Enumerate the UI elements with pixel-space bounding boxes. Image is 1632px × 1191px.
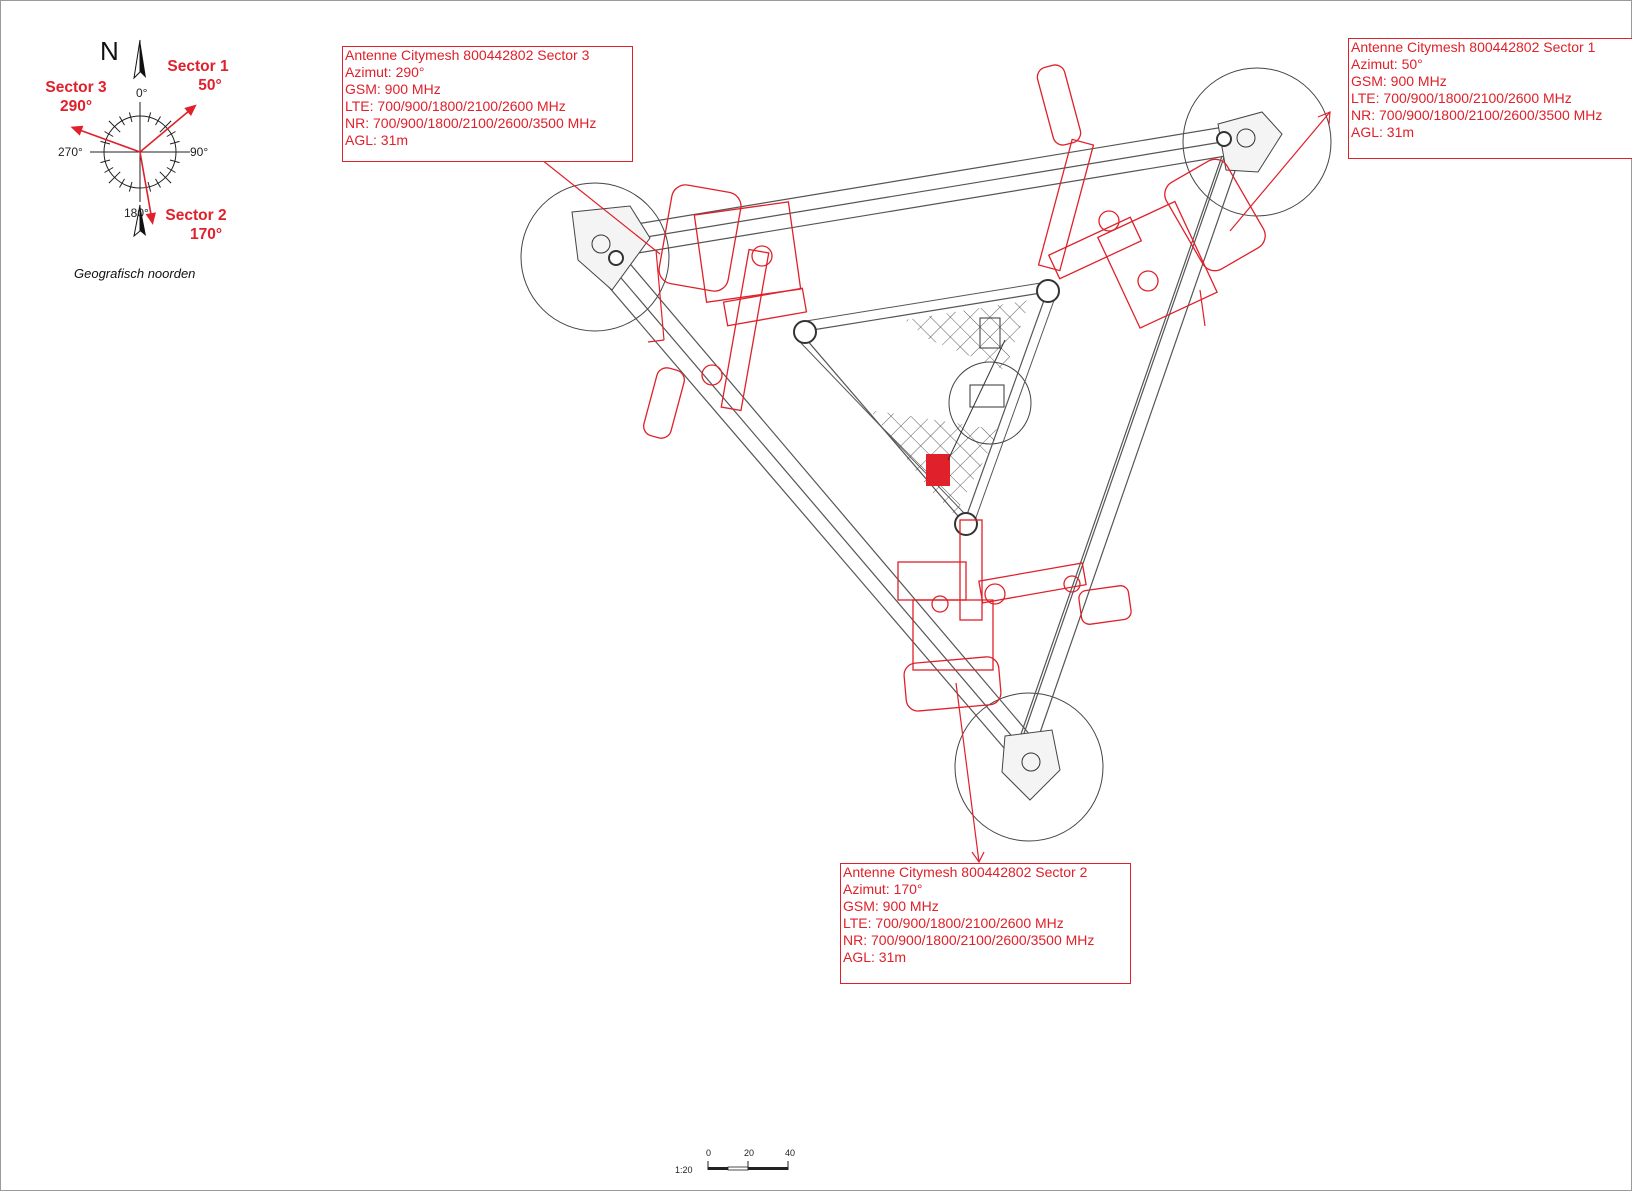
- scale-tick-20: 20: [744, 1148, 755, 1158]
- compass-tick: [147, 112, 152, 123]
- equipment-red-block: [926, 454, 950, 486]
- compass-north-letter: N: [100, 36, 119, 66]
- scale-ratio: 1:20: [675, 1165, 693, 1175]
- scale-tick-0: 0: [706, 1148, 712, 1158]
- sector2-lte: LTE: 700/900/1800/2100/2600 MHz: [843, 915, 1064, 931]
- compass-tick: [108, 120, 121, 133]
- compass-sector1-azimuth: 50°: [198, 77, 222, 94]
- sector1-label-box: Antenne Citymesh 800442802 Sector 1 Azim…: [1348, 38, 1632, 159]
- compass-tick: [166, 131, 176, 137]
- compass-rose: [70, 39, 197, 238]
- compass-tick: [128, 181, 133, 192]
- compass-tick: [166, 167, 176, 173]
- compass-tick: [155, 178, 161, 188]
- compass-tick: [119, 116, 125, 126]
- compass-tick: [159, 171, 172, 184]
- sector-ray-head-2: [145, 212, 156, 225]
- sector3-nr: NR: 700/900/1800/2100/2600/3500 MHz: [345, 115, 597, 131]
- compass-tick: [104, 131, 114, 137]
- compass-tick: [100, 140, 111, 145]
- compass-caption: Geografisch noorden: [74, 266, 196, 281]
- sector1-lte: LTE: 700/900/1800/2100/2600 MHz: [1351, 90, 1572, 106]
- compass-tick: [147, 181, 152, 192]
- azimuth-arrows: [521, 111, 1331, 864]
- compass-sector1-name: Sector 1: [167, 58, 229, 75]
- corner-base-circle-west: [520, 182, 670, 332]
- sector3-azimut: Azimut: 290°: [345, 64, 425, 80]
- north-arrow-icon: [140, 40, 146, 78]
- sector-ray-head-3: [70, 125, 84, 136]
- compass-tick: [100, 159, 111, 164]
- compass-deg-90: 90°: [190, 145, 209, 159]
- compass-tick: [119, 178, 125, 188]
- compass-tick: [108, 171, 121, 184]
- joint-rings: [608, 131, 1232, 536]
- sector3-label-box: Antenne Citymesh 800442802 Sector 3 Azim…: [342, 46, 633, 162]
- compass-tick: [104, 167, 114, 173]
- compass-tick: [169, 140, 180, 145]
- sector3-agl: AGL: 31m: [345, 132, 409, 148]
- corner-base-circle-east: [1182, 67, 1332, 217]
- sector-ray-head-1: [184, 104, 197, 117]
- sector3-lte: LTE: 700/900/1800/2100/2600 MHz: [345, 98, 566, 114]
- compass-sector2-name: Sector 2: [165, 207, 227, 224]
- compass-deg-0: 0°: [136, 86, 148, 100]
- compass-sector2-label: Sector 2 170°: [158, 206, 234, 244]
- sector2-nr: NR: 700/900/1800/2100/2600/3500 MHz: [843, 932, 1095, 948]
- sector1-nr: NR: 700/900/1800/2100/2600/3500 MHz: [1351, 107, 1603, 123]
- compass-tick: [159, 120, 172, 133]
- corner-base-circle-south: [954, 692, 1104, 842]
- compass-tick: [128, 112, 133, 123]
- compass-deg-270: 270°: [58, 145, 83, 159]
- sector2-title: Antenne Citymesh 800442802 Sector 2: [843, 864, 1088, 880]
- compass-deg-180: 180°: [124, 206, 149, 220]
- sector1-azimut: Azimut: 50°: [1351, 56, 1423, 72]
- compass-sector3-azimuth: 290°: [59, 98, 93, 115]
- sector3-title: Antenne Citymesh 800442802 Sector 3: [345, 47, 590, 63]
- sector2-gsm: GSM: 900 MHz: [843, 898, 939, 914]
- antenna-mounts: [643, 64, 1266, 712]
- compass-sector2-azimuth: 170°: [189, 226, 223, 243]
- sector1-title: Antenne Citymesh 800442802 Sector 1: [1351, 39, 1596, 55]
- compass-sector3-name: Sector 3: [45, 79, 107, 96]
- sector-ray-3: [72, 126, 141, 153]
- sector3-gsm: GSM: 900 MHz: [345, 81, 441, 97]
- compass-tick: [169, 159, 180, 164]
- compass-tick: [155, 116, 161, 126]
- corner-plates: [571, 111, 1283, 801]
- sector2-label-box: Antenne Citymesh 800442802 Sector 2 Azim…: [840, 863, 1131, 984]
- sector-ray-2: [139, 151, 154, 224]
- sector2-azimut: Azimut: 170°: [843, 881, 923, 897]
- compass-sector1-label: Sector 1 50°: [160, 57, 236, 95]
- inner-triangle: [798, 281, 1058, 525]
- sector2-agl: AGL: 31m: [843, 949, 907, 965]
- sector1-agl: AGL: 31m: [1351, 124, 1415, 140]
- compass-sector3-label: Sector 3 290°: [38, 78, 114, 116]
- scale-bar: 1:20 0 20 40: [675, 1145, 805, 1175]
- outer-truss-legs: [589, 125, 1245, 761]
- geo-north-arrow-icon: [140, 205, 146, 236]
- sector-ray-1: [139, 105, 196, 153]
- scale-tick-40: 40: [785, 1148, 796, 1158]
- sector1-gsm: GSM: 900 MHz: [1351, 73, 1447, 89]
